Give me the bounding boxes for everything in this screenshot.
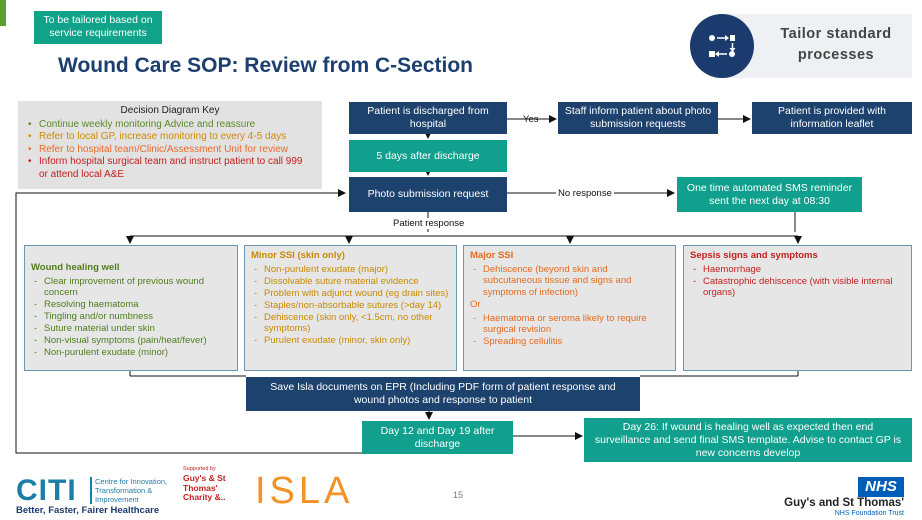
page-title: Wound Care SOP: Review from C-Section [58,54,474,77]
key-item-green: Continue weekly monitoring Advice and re… [28,119,314,132]
page-number: 15 [453,490,464,500]
discharged-box: Patient is discharged from hospital [349,102,507,134]
minor-item: Purulent exudate (minor, skin only) [254,335,450,347]
panel-major-ssi: Major SSI Dehiscence (beyond skin and su… [463,245,676,371]
isla-logo: ISLA [255,470,354,512]
healing-item: Resolving haematoma [34,299,231,311]
major-title: Major SSI [470,250,514,261]
sms-reminder-box: One time automated SMS reminder sent the… [677,177,862,212]
citi-logo: CITI [16,474,77,507]
panel-healing: Wound healing well Clear improvement of … [24,245,238,371]
badge-label: Tailor standard processes [780,26,892,63]
major-or: Or [470,299,481,310]
trust-name: Guy's and St Thomas' [784,497,904,509]
process-icon [690,14,754,78]
healing-title: Wound healing well [31,262,120,273]
healing-item: Non-visual symptoms (pain/heat/fever) [34,335,231,347]
day12-box: Day 12 and Day 19 after discharge [362,421,513,454]
minor-title: Minor SSI (skin only) [251,250,345,261]
citi-subtitle: Centre for Innovation, Transformation & … [90,477,172,504]
minor-item: Staples/non-absorbable sutures (>day 14) [254,300,450,312]
photo-request-box: Photo submission request [349,177,507,212]
patient-response-label: Patient response [390,218,468,229]
sepsis-item: Haemorrhage [693,264,905,276]
healing-item: Tingling and/or numbness [34,311,231,323]
healing-item: Clear improvement of previous wound conc… [34,276,231,299]
trust-subtitle: NHS Foundation Trust [834,510,904,517]
panel-sepsis: Sepsis signs and symptoms Haemorrhage Ca… [683,245,912,371]
save-isla-box: Save Isla documents on EPR (Including PD… [246,377,640,411]
major-item: Haematoma or seroma likely to require su… [473,313,669,336]
minor-item: Non-purulent exudate (major) [254,264,450,276]
charity-logo: Guy's & St Thomas' Charity &.. [183,473,226,502]
yes-label: Yes [523,114,539,125]
minor-item: Dissolvable suture material evidence [254,276,450,288]
key-item-orange: Refer to hospital team/Clinic/Assessment… [28,144,314,157]
leaflet-box: Patient is provided with information lea… [752,102,912,134]
supported-by: Supported by [183,466,216,472]
sepsis-item: Catastrophic dehiscence (with visible in… [693,276,905,299]
citi-tagline: Better, Faster, Fairer Healthcare [16,505,160,516]
minor-item: Problem with adjunct wound (eg drain sit… [254,288,450,300]
major-item: Dehiscence (beyond skin and subcutaneous… [473,264,669,299]
panel-minor-ssi: Minor SSI (skin only) Non-purulent exuda… [244,245,457,371]
decision-key: Decision Diagram Key Continue weekly mon… [18,101,322,189]
key-title: Decision Diagram Key [120,105,220,116]
day26-box: Day 26: If wound is healing well as expe… [584,418,912,462]
green-tab [0,0,6,26]
healing-item: Suture material under skin [34,323,231,335]
tailor-note: To be tailored based on service requirem… [34,11,162,44]
nhs-logo: NHS [858,477,904,497]
five-days-box: 5 days after discharge [349,140,507,172]
no-response-label: No response [556,188,614,199]
sepsis-title: Sepsis signs and symptoms [690,250,818,261]
key-item-red: Inform hospital surgical team and instru… [28,156,314,181]
staff-inform-box: Staff inform patient about photo submiss… [558,102,718,134]
healing-item: Non-purulent exudate (minor) [34,347,231,359]
key-item-amber: Refer to local GP, increase monitoring t… [28,131,314,144]
minor-item: Dehiscence (skin only, <1.5cm, no other … [254,312,450,335]
major-item: Spreading cellulitis [473,336,669,348]
